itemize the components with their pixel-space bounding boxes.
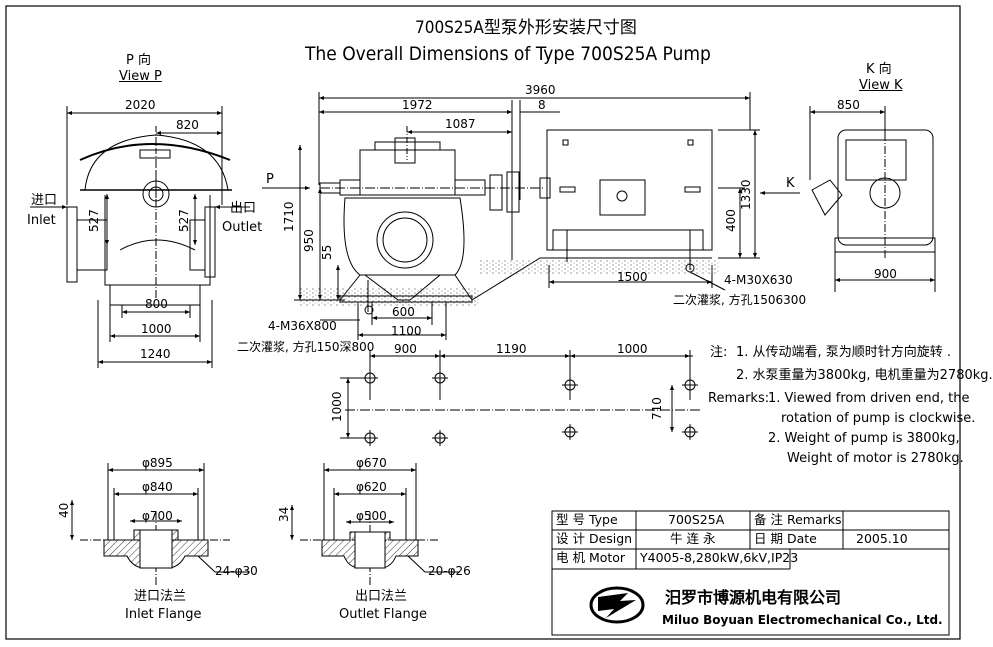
dim-800: 800 [145,297,168,311]
note-en-1b: rotation of pump is clockwise. [781,411,976,426]
view-k-label-en: View K [859,78,903,93]
dim-1000: 1000 [141,322,172,336]
bolt-motor-spec: 4-M30X630 [724,273,793,287]
note-en-1a: 1. Viewed from driven end, the [768,391,970,406]
view-p-label-cn: P 向 [126,53,151,68]
tb-designer: 牛 连 永 [670,531,716,546]
arrow-p-label: P [266,172,274,187]
dim-600: 600 [392,305,415,319]
dim-1100: 1100 [391,324,422,338]
outlet-flange-cn: 出口法兰 [355,589,408,604]
dim-1500: 1500 [617,270,648,284]
title-cn: 700S25A型泵外形安装尺寸图 [415,18,637,38]
note-cn-label: 注: [710,345,728,360]
plan-bolt-holes [362,370,698,446]
company-name-cn: 汨罗市博源机电有限公司 [665,588,842,607]
dim-1330: 1330 [739,179,753,210]
dim-55: 55 [320,244,334,260]
note-cn-1: 1. 从传动端看, 泵为顺时针方向旋转 . [736,345,952,360]
arrow-k-label: K [786,176,795,191]
outlet-d500: φ500 [356,509,387,523]
dim-plan-1000-v: 1000 [330,391,344,422]
dim-1710: 1710 [282,201,296,232]
grout-pump-spec: 二次灌浆, 方孔150深800 [237,340,375,354]
outlet-d620: φ620 [356,480,387,494]
outlet-holes: 20-φ26 [428,564,471,578]
inlet-d895: φ895 [142,456,173,470]
dim-527-right: 527 [177,209,191,232]
dim-plan-900: 900 [394,342,417,356]
dim-2020: 2020 [125,98,156,112]
dim-plan-710: 710 [650,397,664,420]
inlet-label-en: Inlet [27,213,56,228]
title-block-grid [551,510,950,636]
inlet-flange-bore [139,529,173,569]
outlet-flange-bore [354,531,386,569]
sheet-border [5,5,961,640]
dim-plan-1190: 1190 [496,342,527,356]
inlet-flange-en: Inlet Flange [125,607,202,622]
inlet-d700: φ700 [142,509,173,523]
drawing-svg [5,5,961,640]
dim-1240: 1240 [140,347,171,361]
company-name-en: Miluo Boyuan Electromechanical Co., Ltd. [662,613,943,627]
dim-950: 950 [302,229,316,252]
inlet-flange-cn: 进口法兰 [134,589,187,604]
grout-motor-spec: 二次灌浆, 方孔1506300 [673,293,807,307]
outlet-thickness: 34 [277,506,291,522]
dim-3960: 3960 [525,83,556,97]
tb-design-label: 设 计 Design [556,531,633,546]
outlet-d670: φ670 [356,456,387,470]
tb-date-label: 日 期 Date [754,531,817,546]
dim-820: 820 [176,118,199,132]
note-en-label: Remarks: [708,391,770,406]
tb-remarks-label: 备 注 Remarks [754,512,842,527]
tb-date-value: 2005.10 [856,531,908,546]
dim-1972: 1972 [402,98,433,112]
note-cn-2: 2. 水泵重量为3800kg, 电机重量为2780kg. [736,368,993,383]
dim-527-left: 527 [87,209,101,232]
dim-8: 8 [538,98,546,112]
outlet-label-cn: 出口 [230,201,257,216]
note-en-2b: Weight of motor is 2780kg. [787,451,964,466]
inlet-holes: 24-φ30 [215,564,258,578]
inlet-label-cn: 进口 [31,193,58,208]
dim-plan-1000: 1000 [617,342,648,356]
view-p-drawing [30,106,250,368]
view-k-drawing [809,106,936,292]
dim-1087: 1087 [445,117,476,131]
inlet-d840: φ840 [142,480,173,494]
title-en: The Overall Dimensions of Type 700S25A P… [305,43,711,65]
plan-view-drawing [340,350,700,439]
outlet-label-en: Outlet [222,220,263,235]
inlet-thickness: 40 [57,502,71,518]
dim-850: 850 [837,98,860,112]
tb-type-value: 700S25A [668,512,725,527]
view-p-label-en: View P [119,69,162,84]
tb-motor-value: Y4005-8,280kW,6kV,IP23 [640,550,799,565]
grout-motor-area [480,260,720,274]
dim-900-k: 900 [874,267,897,281]
bolt-pump-spec: 4-M36X800 [268,319,337,333]
dim-400: 400 [724,209,738,232]
tb-motor-label: 电 机 Motor [556,550,626,565]
view-k-label-cn: K 向 [866,62,892,77]
outlet-flange-en: Outlet Flange [339,607,427,622]
grout-pump-area [300,288,480,306]
tb-type-label: 型 号 Type [556,512,618,527]
note-en-2a: 2. Weight of pump is 3800kg, [768,431,960,446]
drawing-sheet: 700S25A型泵外形安装尺寸图 The Overall Dimensions … [5,5,993,640]
company-logo [589,586,645,624]
